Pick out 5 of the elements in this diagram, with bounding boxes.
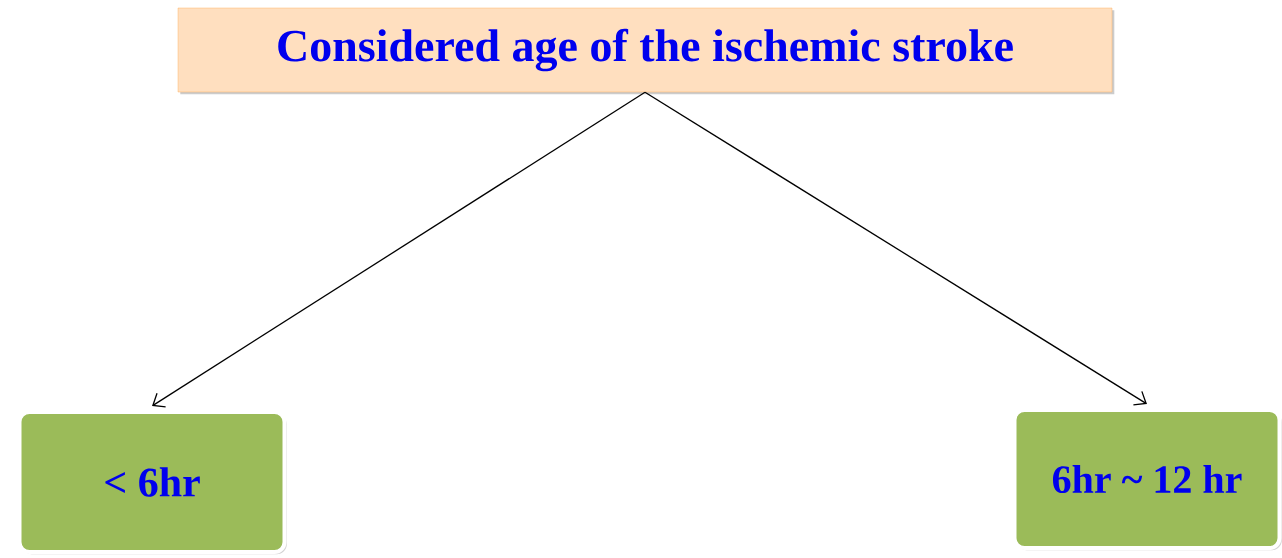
rounded-box: < 6hr [17,410,287,555]
rounded-box: 6hr ~ 12 hr [1012,408,1282,551]
arrow [152,91,646,408]
arrow [644,91,1147,406]
title-box: Considered age of the ischemic stroke [177,7,1115,95]
